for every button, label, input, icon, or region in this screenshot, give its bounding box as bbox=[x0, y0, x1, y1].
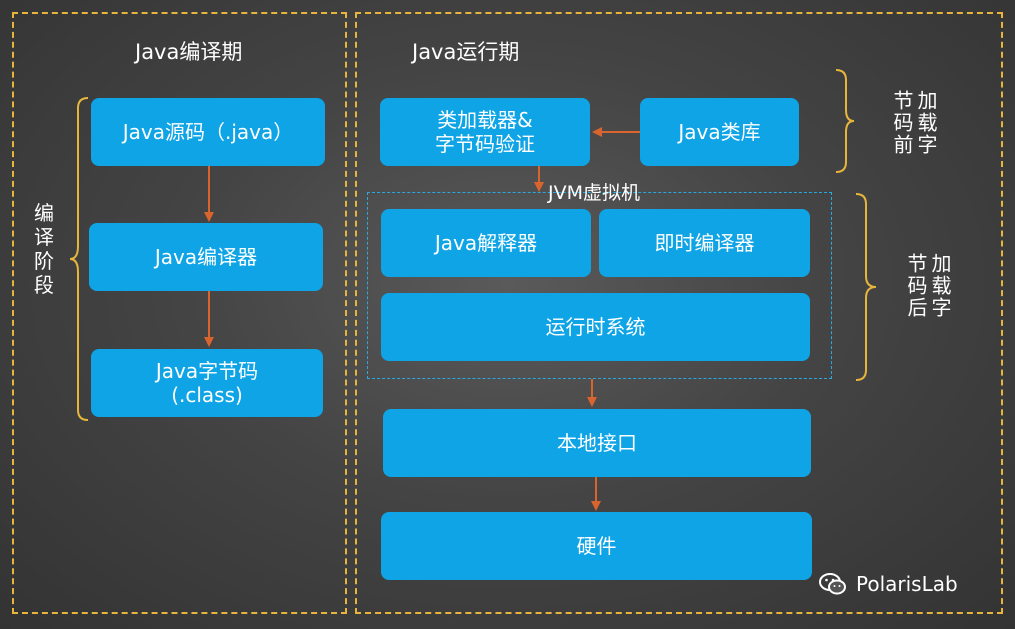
classloader-label-2: 字节码验证 bbox=[435, 132, 535, 156]
arrow-source-to-compiler bbox=[204, 166, 214, 222]
java-bytecode-ext: (.class) bbox=[171, 383, 243, 407]
runtime-system-label: 运行时系统 bbox=[545, 315, 646, 339]
before-load-label: 加载字节码前 bbox=[890, 84, 950, 162]
classloader-label-1: 类加载器& bbox=[437, 108, 533, 132]
java-library-label: Java类库 bbox=[678, 120, 761, 144]
arrow-jvm-to-native bbox=[587, 379, 597, 407]
jit-compiler-label: 即时编译器 bbox=[654, 231, 755, 255]
after-load-label: 加载字节码后 bbox=[904, 247, 964, 325]
java-source-box: Java源码（.java） bbox=[91, 98, 325, 166]
java-bytecode-box: Java字节码 (.class) bbox=[91, 349, 323, 417]
compile-stage-brace bbox=[70, 97, 89, 421]
compile-panel bbox=[12, 12, 347, 614]
java-library-box: Java类库 bbox=[640, 98, 799, 166]
runtime-system-box: 运行时系统 bbox=[381, 293, 810, 361]
compile-stage-label: 编译阶段 bbox=[34, 201, 54, 297]
jit-compiler-box: 即时编译器 bbox=[599, 209, 810, 277]
java-source-label: Java源码（.java） bbox=[122, 120, 294, 144]
after-load-brace bbox=[855, 193, 876, 381]
native-interface-box: 本地接口 bbox=[383, 409, 811, 477]
jvm-label: JVM虚拟机 bbox=[548, 182, 640, 204]
classloader-box: 类加载器& 字节码验证 bbox=[380, 98, 590, 166]
brand-logo: PolarisLab bbox=[818, 572, 958, 596]
arrow-compiler-to-bytecode bbox=[204, 291, 214, 347]
hardware-label: 硬件 bbox=[576, 534, 617, 558]
arrow-classloader-to-jvm bbox=[534, 166, 544, 192]
wechat-icon bbox=[819, 573, 846, 595]
java-bytecode-label: Java字节码 bbox=[155, 359, 259, 383]
runtime-title: Java运行期 bbox=[412, 40, 520, 64]
after-load-text: 加载字节码后 bbox=[904, 253, 952, 319]
java-compiler-box: Java编译器 bbox=[89, 223, 323, 291]
jvm-frame bbox=[367, 192, 832, 379]
native-interface-label: 本地接口 bbox=[557, 431, 637, 455]
arrow-native-to-hardware bbox=[591, 477, 601, 511]
hardware-box: 硬件 bbox=[381, 512, 812, 580]
brand-name: PolarisLab bbox=[856, 572, 958, 596]
runtime-panel bbox=[355, 12, 1003, 614]
arrow-library-to-classloader bbox=[592, 127, 640, 137]
java-interpreter-label: Java解释器 bbox=[434, 231, 538, 255]
before-load-text: 加载字节码前 bbox=[890, 90, 938, 156]
compile-title: Java编译期 bbox=[135, 40, 243, 64]
java-compiler-label: Java编译器 bbox=[154, 245, 258, 269]
java-interpreter-box: Java解释器 bbox=[381, 209, 591, 277]
before-load-brace bbox=[835, 69, 854, 173]
